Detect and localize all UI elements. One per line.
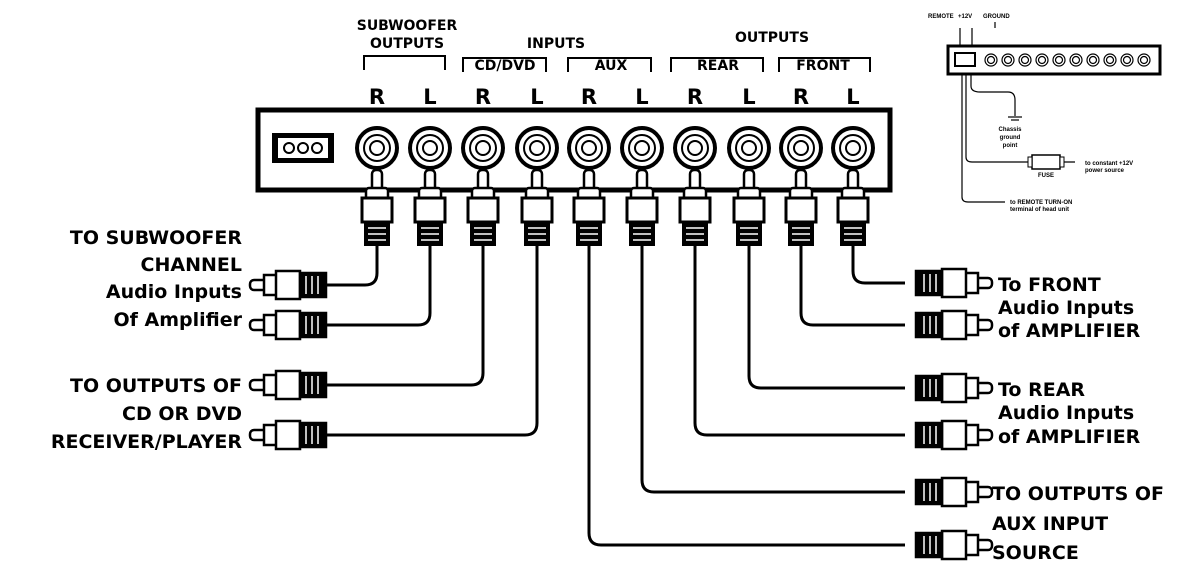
channel-label: R	[687, 85, 703, 109]
cd-label-3: RECEIVER/PLAYER	[51, 431, 243, 453]
cable	[326, 240, 485, 387]
cable	[851, 240, 905, 285]
aux-label-1: TO OUTPUTS OF	[992, 483, 1164, 505]
channel-label: L	[742, 85, 755, 109]
rear-label-2: Audio Inputs	[998, 402, 1134, 424]
channel-label: R	[475, 85, 491, 109]
rca-plug[interactable]	[914, 529, 994, 561]
power-wiring-inset: REMOTE +12V GROUND Chassis ground point …	[928, 14, 1162, 213]
header-brackets	[363, 55, 871, 72]
rear-header: REAR	[697, 58, 739, 74]
subwoofer-header-2: OUTPUTS	[370, 36, 444, 52]
channel-label: R	[581, 85, 597, 109]
rear-label-3: of AMPLIFIER	[998, 426, 1141, 448]
channel-label: L	[423, 85, 436, 109]
channel-label: R	[793, 85, 809, 109]
rca-plug[interactable]	[678, 168, 712, 246]
cable	[799, 240, 905, 327]
rca-plug[interactable]	[625, 168, 659, 246]
aux-label-2: AUX INPUT	[992, 513, 1108, 535]
aux-label-3: SOURCE	[992, 542, 1079, 564]
chassis-label-1: Chassis	[998, 127, 1022, 133]
channel-label: L	[846, 85, 859, 109]
rca-plug[interactable]	[784, 168, 818, 246]
rear-label-1: To REAR	[998, 379, 1085, 401]
rca-jack[interactable]	[355, 126, 399, 170]
cd-label-1: TO OUTPUTS OF	[70, 375, 242, 397]
power-label-2: power source	[1085, 168, 1125, 174]
rca-plug[interactable]	[466, 168, 500, 246]
rca-jack[interactable]	[461, 126, 505, 170]
sub-label-3: Audio Inputs	[106, 281, 242, 303]
aux-header: AUX	[595, 58, 628, 74]
rca-plug[interactable]	[836, 168, 870, 246]
ground-label: GROUND	[983, 14, 1010, 20]
rca-plug[interactable]	[248, 419, 328, 451]
turnon-label-2: terminal of head unit	[1010, 207, 1069, 213]
rca-plug[interactable]	[248, 309, 328, 341]
cable	[747, 240, 905, 390]
plus12-label: +12V	[958, 14, 972, 20]
rca-jack[interactable]	[515, 126, 559, 170]
front-label-1: To FRONT	[998, 274, 1101, 296]
channel-label: L	[530, 85, 543, 109]
chassis-label-2: ground	[1000, 135, 1021, 141]
cd-dvd-header: CD/DVD	[474, 58, 535, 74]
rca-plug[interactable]	[248, 269, 328, 301]
rca-jack[interactable]	[779, 126, 823, 170]
rca-plug[interactable]	[572, 168, 606, 246]
channel-label: L	[635, 85, 648, 109]
turnon-label-1: to REMOTE TURN-ON	[1010, 200, 1072, 206]
cable	[326, 240, 379, 287]
inputs-header: INPUTS	[527, 36, 585, 52]
power-connector	[272, 133, 334, 163]
rca-jack[interactable]	[620, 126, 664, 170]
sub-label-4: Of Amplifier	[113, 309, 242, 331]
rca-jack[interactable]	[727, 126, 771, 170]
fuse-label: FUSE	[1038, 173, 1054, 179]
rca-jack[interactable]	[831, 126, 875, 170]
cables	[326, 240, 905, 547]
rca-plug[interactable]	[914, 372, 994, 404]
cable	[326, 240, 432, 327]
power-label-1: to constant +12V	[1085, 161, 1133, 167]
rca-plug[interactable]	[248, 369, 328, 401]
outputs-header: OUTPUTS	[735, 30, 809, 46]
cable	[693, 240, 905, 437]
chassis-label-3: point	[1003, 143, 1018, 149]
remote-label: REMOTE	[928, 14, 954, 20]
rca-plug[interactable]	[360, 168, 394, 246]
rca-plug[interactable]	[914, 476, 994, 508]
rca-plug[interactable]	[914, 419, 994, 451]
cable	[326, 240, 539, 437]
subwoofer-header: SUBWOOFER	[357, 18, 458, 34]
sub-label-2: CHANNEL	[141, 254, 242, 276]
cable	[587, 240, 905, 547]
rca-plug[interactable]	[520, 168, 554, 246]
cd-label-2: CD OR DVD	[122, 403, 242, 425]
rca-jack[interactable]	[673, 126, 717, 170]
front-label-2: Audio Inputs	[998, 297, 1134, 319]
front-header: FRONT	[796, 58, 850, 74]
rca-plug[interactable]	[914, 309, 994, 341]
channel-label: R	[369, 85, 385, 109]
rca-jack[interactable]	[567, 126, 611, 170]
rca-plug[interactable]	[413, 168, 447, 246]
rca-jack[interactable]	[408, 126, 452, 170]
rca-plug[interactable]	[732, 168, 766, 246]
cable	[640, 240, 905, 494]
rca-plug[interactable]	[914, 267, 994, 299]
front-label-3: of AMPLIFIER	[998, 320, 1141, 342]
sub-label-1: TO SUBWOOFER	[70, 227, 243, 249]
